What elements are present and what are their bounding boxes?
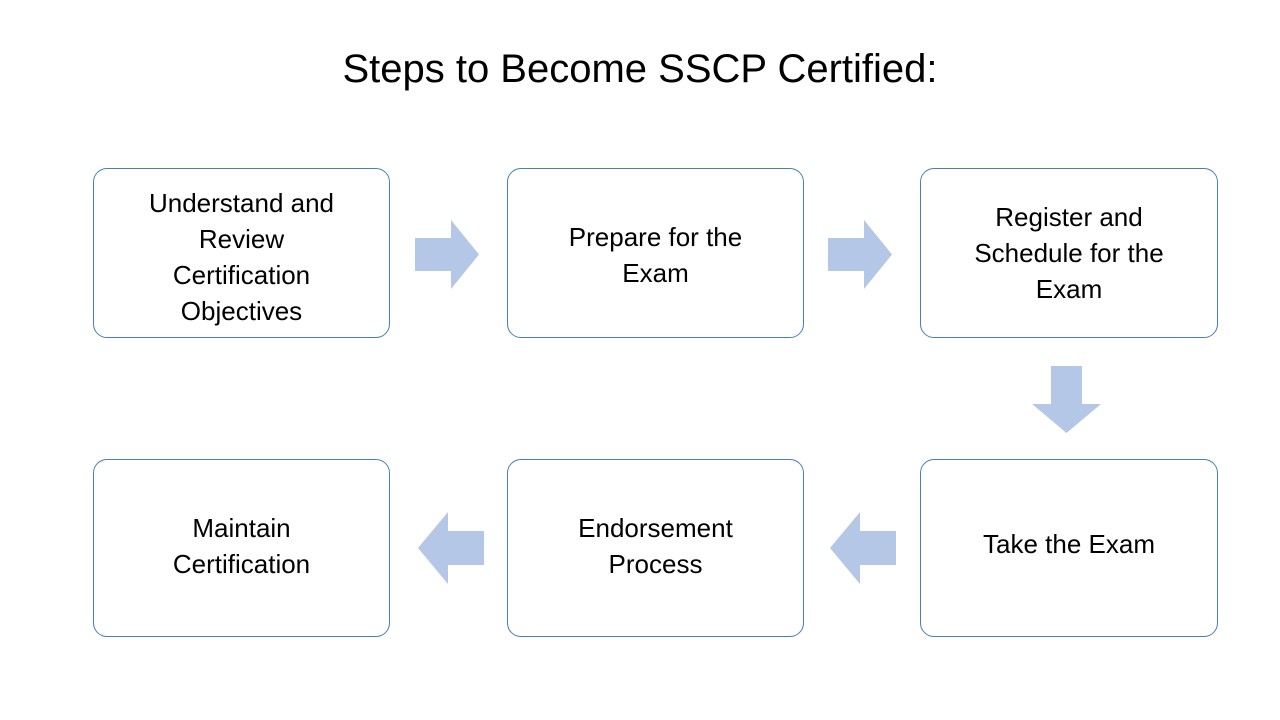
process-box-label: Take the Exam [983, 529, 1155, 559]
process-box-label: Prepare for the Exam [568, 222, 743, 288]
arrow-left-icon [830, 512, 896, 584]
process-box-label: Register and Schedule for the Exam [974, 202, 1164, 304]
process-box-take-the-exam[interactable]: Take the Exam [920, 459, 1218, 637]
process-box-label: Understand and Review Certification Obje… [148, 188, 335, 326]
process-box-endorsement-process[interactable]: Endorsement Process [507, 459, 804, 637]
process-box-prepare-for-exam[interactable]: Prepare for the Exam [507, 168, 804, 338]
process-box-label: Maintain Certification [172, 513, 311, 579]
process-box-register-schedule-exam[interactable]: Register and Schedule for the Exam [920, 168, 1218, 338]
page-title: Steps to Become SSCP Certified: [342, 47, 938, 91]
arrow-left-icon [418, 512, 484, 584]
arrow-right-icon [415, 220, 479, 289]
process-box-label: Endorsement Process [578, 513, 733, 579]
process-box-maintain-certification[interactable]: Maintain Certification [93, 459, 390, 637]
arrow-down-icon [1032, 366, 1101, 433]
process-box-understand-review-objectives[interactable]: Understand and Review Certification Obje… [93, 168, 390, 338]
arrow-right-icon [828, 220, 892, 289]
